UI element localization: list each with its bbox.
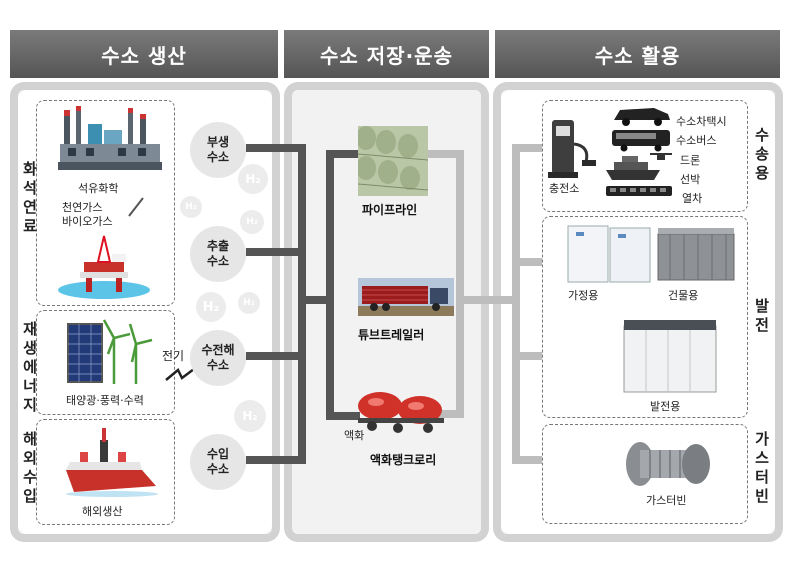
h2-bubble: H₂ bbox=[180, 196, 202, 218]
pipe-segment bbox=[298, 296, 334, 304]
tank-lorry-icon bbox=[358, 392, 444, 433]
train-icon bbox=[606, 186, 672, 196]
petrochemical-label: 석유화학 bbox=[78, 182, 119, 195]
pipeline-label: 파이프라인 bbox=[362, 203, 418, 217]
pipe-segment bbox=[246, 144, 306, 152]
tube-trailer-icon bbox=[358, 278, 454, 316]
vehicle-label: 수소차택시 bbox=[676, 115, 727, 128]
pipe-segment bbox=[246, 352, 306, 360]
natural-gas-label: 천연가스 바이오가스 bbox=[62, 201, 113, 228]
pen-icon bbox=[128, 197, 144, 217]
gas-turbine-side-label: 가스터빈 bbox=[755, 430, 769, 505]
taxi-icon bbox=[614, 108, 670, 126]
gas-turbine-label: 가스터빈 bbox=[646, 494, 687, 507]
oil-rig-icon bbox=[58, 235, 150, 299]
h2-bubble: H₂ bbox=[240, 210, 264, 234]
pipe-segment bbox=[326, 150, 360, 158]
fossil-fuel-label: 화석연료 bbox=[23, 160, 37, 235]
pipe-segment bbox=[512, 144, 552, 152]
electricity-label: 전기 bbox=[162, 349, 185, 363]
power-label: 발전 bbox=[755, 297, 769, 334]
h2-bubble: H₂ bbox=[238, 292, 260, 314]
pipe-segment bbox=[246, 456, 306, 464]
renewable-box bbox=[36, 310, 175, 415]
pipe-segment bbox=[298, 144, 306, 464]
gas-turbine-icon bbox=[626, 442, 710, 486]
pipe-segment bbox=[428, 150, 464, 158]
charging-station-label: 충전소 bbox=[549, 182, 580, 195]
renewable-label: 재생에너지 bbox=[23, 320, 37, 414]
pipe-segment bbox=[326, 150, 334, 420]
vehicle-label: 선박 bbox=[680, 173, 701, 186]
cargo-ship-icon bbox=[66, 428, 158, 497]
pipe-segment bbox=[428, 410, 464, 418]
pipe-segment bbox=[246, 248, 306, 256]
factory-icon bbox=[58, 106, 162, 170]
vehicle-label: 열차 bbox=[682, 192, 703, 205]
electrolysis-hydrogen: 수전해 수소 bbox=[190, 330, 246, 386]
header-production: 수소 생산 bbox=[10, 30, 278, 78]
transport-label: 수송용 bbox=[755, 126, 769, 182]
tank-lorry-label: 액화탱크로리 bbox=[370, 453, 437, 467]
pipe-segment bbox=[326, 412, 360, 420]
pipeline-icon bbox=[358, 126, 428, 196]
lightning-icon bbox=[165, 365, 199, 381]
h2-bubble: H₂ bbox=[196, 292, 226, 322]
power-plant-label: 발전용 bbox=[650, 400, 681, 413]
overseas-label: 해외수입 bbox=[23, 430, 37, 505]
tube-trailer-label: 튜브트레일러 bbox=[358, 328, 425, 342]
fuel-cell-home-icon bbox=[567, 225, 651, 283]
pipe-segment bbox=[512, 258, 552, 266]
pipe-segment bbox=[456, 296, 520, 304]
bus-icon bbox=[612, 130, 670, 152]
vehicle-label: 수소버스 bbox=[676, 134, 717, 147]
pipe-segment bbox=[512, 144, 520, 464]
building-use-label: 건물용 bbox=[668, 289, 699, 302]
solar-panel-icon bbox=[67, 323, 103, 383]
header-utilization: 수소 활용 bbox=[495, 30, 780, 78]
h2-bubble: H₂ bbox=[234, 400, 266, 432]
vehicle-label: 드론 bbox=[680, 154, 701, 167]
home-use-label: 가정용 bbox=[568, 289, 599, 302]
imported-hydrogen: 수입 수소 bbox=[190, 434, 246, 490]
drone-icon bbox=[650, 153, 672, 160]
overseas-production-label: 해외생산 bbox=[82, 505, 123, 518]
byproduct-hydrogen: 부생 수소 bbox=[190, 122, 246, 178]
pipe-segment bbox=[456, 150, 464, 416]
extracted-hydrogen: 추출 수소 bbox=[190, 226, 246, 282]
wind-turbine-icon bbox=[102, 319, 153, 384]
header-storage: 수소 저장·운송 bbox=[284, 30, 489, 78]
building-fuel-cell-icon bbox=[657, 228, 735, 281]
solar-wind-hydro-label: 태양광·풍력·수력 bbox=[66, 394, 144, 407]
ship-icon bbox=[606, 156, 660, 180]
liquefaction-label: 액화 bbox=[344, 429, 365, 442]
h2-bubble: H₂ bbox=[238, 164, 268, 194]
charging-station-icon bbox=[548, 120, 596, 178]
power-plant-fuel-cell-icon bbox=[623, 320, 717, 393]
